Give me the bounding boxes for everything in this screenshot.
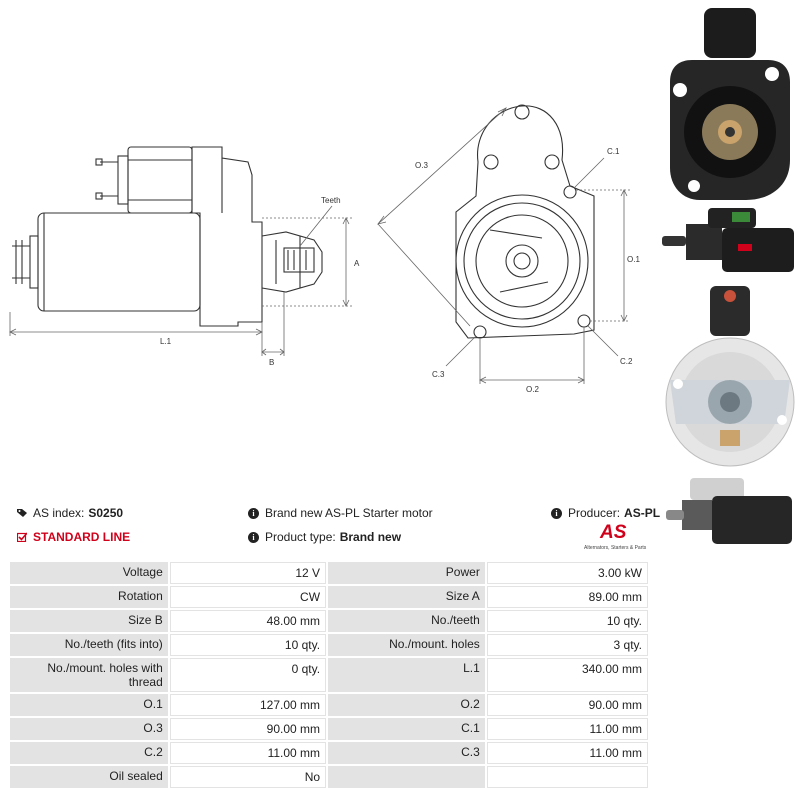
as-index-label: AS index: xyxy=(33,506,85,520)
logo-mark: AS xyxy=(600,522,627,543)
table-row: Rotation CW Size A 89.00 mm xyxy=(10,586,648,608)
spec-value: 0 qty. xyxy=(169,658,327,692)
side-view-drawing xyxy=(12,146,323,327)
table-row: No./mount. holes with thread 0 qty. L.1 … xyxy=(10,658,648,692)
table-row: Voltage 12 V Power 3.00 kW xyxy=(10,562,648,584)
spec-label: No./teeth xyxy=(328,610,485,632)
table-row: Oil sealed No xyxy=(10,766,648,788)
spec-label: Rotation xyxy=(10,586,168,608)
spec-value: 11.00 mm xyxy=(486,742,648,764)
spec-label: L.1 xyxy=(328,658,485,692)
dim-c1-label: C.1 xyxy=(607,147,620,156)
spec-value: 10 qty. xyxy=(169,634,327,656)
front-view-drawing xyxy=(455,104,595,339)
logo-tagline: Alternators, Starters & Parts xyxy=(584,545,647,551)
product-type: i Product type:Brand new xyxy=(248,530,401,544)
spec-label: Voltage xyxy=(10,562,168,584)
spec-label: C.3 xyxy=(328,742,485,764)
dim-b-label: B xyxy=(269,358,274,367)
product-info: AS index:S0250 STANDARD LINE i Brand new… xyxy=(0,500,660,560)
as-index: AS index:S0250 xyxy=(17,506,123,520)
spec-value: 3 qty. xyxy=(486,634,648,656)
spec-label: O.3 xyxy=(10,718,168,740)
check-square-icon xyxy=(17,532,27,542)
product-photos xyxy=(662,8,795,544)
dim-l1-label: L.1 xyxy=(160,337,172,346)
spec-value: 90.00 mm xyxy=(169,718,327,740)
table-row: O.1 127.00 mm O.2 90.00 mm xyxy=(10,694,648,716)
table-row: Size B 48.00 mm No./teeth 10 qty. xyxy=(10,610,648,632)
product-type-value: Brand new xyxy=(339,530,402,544)
info-icon: i xyxy=(248,531,259,543)
description-text: Brand new AS-PL Starter motor xyxy=(265,506,433,520)
as-index-value: S0250 xyxy=(88,506,124,520)
photo-rear-silver xyxy=(665,286,795,467)
producer-label: Producer: xyxy=(568,506,621,520)
spec-value: 340.00 mm xyxy=(486,658,648,692)
spec-label: Size B xyxy=(10,610,168,632)
dim-o1-label: O.1 xyxy=(627,255,640,264)
front-view-dimensions xyxy=(377,107,630,384)
spec-label: Power xyxy=(328,562,485,584)
table-row: C.2 11.00 mm C.3 11.00 mm xyxy=(10,742,648,764)
spec-value: 48.00 mm xyxy=(169,610,327,632)
photo-front-black xyxy=(670,8,790,200)
standard-line: STANDARD LINE xyxy=(17,530,130,544)
spec-label: O.1 xyxy=(10,694,168,716)
info-icon: i xyxy=(551,507,562,519)
specification-table: Voltage 12 V Power 3.00 kW Rotation CW S… xyxy=(8,560,650,790)
standard-line-label: STANDARD LINE xyxy=(33,530,131,544)
teeth-label: Teeth xyxy=(321,196,341,205)
dim-o2-label: O.2 xyxy=(526,385,539,394)
spec-label: No./teeth (fits into) xyxy=(10,634,168,656)
spec-label: Size A xyxy=(328,586,485,608)
product-type-label: Product type: xyxy=(265,530,336,544)
info-icon: i xyxy=(248,507,259,519)
spec-value: 10 qty. xyxy=(486,610,648,632)
spec-label: O.2 xyxy=(328,694,485,716)
spec-value: 89.00 mm xyxy=(486,586,648,608)
spec-value: 12 V xyxy=(169,562,327,584)
side-view-dimensions xyxy=(9,205,352,356)
tags-icon xyxy=(17,509,27,517)
spec-label: C.1 xyxy=(328,718,485,740)
spec-label: No./mount. holes xyxy=(328,634,485,656)
spec-label: C.2 xyxy=(10,742,168,764)
spec-label: Oil sealed xyxy=(10,766,168,788)
spec-label: No./mount. holes with thread xyxy=(10,658,168,692)
spec-label xyxy=(328,766,485,788)
spec-value: 11.00 mm xyxy=(486,718,648,740)
spec-value: 127.00 mm xyxy=(169,694,327,716)
spec-value: 90.00 mm xyxy=(486,694,648,716)
dim-c2-label: C.2 xyxy=(620,357,633,366)
spec-value: 11.00 mm xyxy=(169,742,327,764)
photo-side-black xyxy=(662,208,794,272)
table-row: O.3 90.00 mm C.1 11.00 mm xyxy=(10,718,648,740)
as-pl-logo: AS Alternators, Starters & Parts xyxy=(584,522,650,552)
spec-value: 3.00 kW xyxy=(486,562,648,584)
spec-value: No xyxy=(169,766,327,788)
table-row: No./teeth (fits into) 10 qty. No./mount.… xyxy=(10,634,648,656)
technical-drawing: Teeth A L.1 B O.3 C.1 O.1 C.2 C.3 O.2 xyxy=(9,104,640,394)
photo-side-silver xyxy=(666,478,792,544)
spec-value: CW xyxy=(169,586,327,608)
dim-c3-label: C.3 xyxy=(432,370,445,379)
description: i Brand new AS-PL Starter motor xyxy=(248,506,433,520)
dim-o3-label: O.3 xyxy=(415,161,428,170)
producer: i Producer:AS-PL xyxy=(551,506,660,520)
dim-a-label: A xyxy=(354,259,360,268)
producer-value: AS-PL xyxy=(624,506,661,520)
spec-value xyxy=(486,766,648,788)
